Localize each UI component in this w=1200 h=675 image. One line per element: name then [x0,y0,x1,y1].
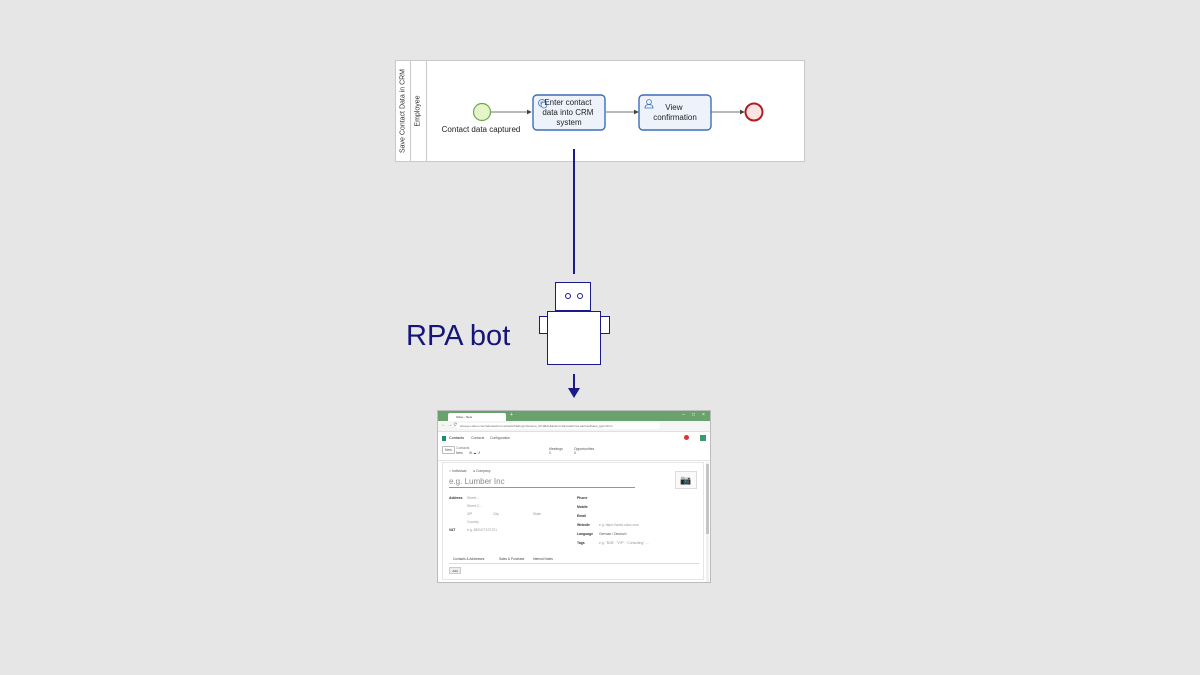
tags-input[interactable]: e.g. "B2B", "VIP", "Consulting", ... [599,541,650,545]
app-logo-icon [442,436,446,441]
gear-icon[interactable]: ⚙ ☁ ↺ [469,451,481,455]
tags-label: Tags [577,541,585,545]
tab-sales-purchase[interactable]: Sales & Purchase [499,557,525,561]
url-field[interactable]: eheeyer-odoo.com/odoo/action-contacts?de… [456,423,660,429]
robot-body [547,311,601,365]
email-label: Email [577,514,587,518]
maximize-icon[interactable]: □ [692,412,696,418]
menu-contacts[interactable]: Contacts [471,436,485,440]
app-name[interactable]: Contacts [449,436,464,440]
lane-label-column: Employee [410,61,427,161]
user-icon [644,99,654,109]
scrollbar[interactable] [706,462,709,582]
task2-line-2: confirmation [653,113,697,122]
notification-icon[interactable] [684,435,689,440]
task2-line-1: View [665,103,682,112]
robot-right-eye [577,293,583,299]
street2-input[interactable]: Street 2... [467,504,482,508]
country-input[interactable]: Country [467,520,479,524]
radio-individual[interactable]: ○ Individual [449,469,467,473]
smart-button-opportunities[interactable]: Opportunities [574,447,595,451]
app-nav: Contacts Contacts Configuration [438,433,710,443]
mobile-label: Mobile [577,505,588,509]
company-name-underline [449,487,635,488]
smart-count-opportunities: 0 [574,451,576,455]
task1-text: Enter contact data into CRM system [542,98,595,127]
start-event-label: Contact data captured [442,125,521,134]
task1-line-2: data into CRM [542,108,593,117]
new-tab-icon[interactable]: + [510,412,513,418]
browser-tab[interactable]: Odoo - New [448,413,506,421]
contact-form: ○ Individual ● Company e.g. Lumber Inc 📷… [442,462,704,580]
task2-text: View confirmation [653,103,697,122]
control-panel: New Contacts New ⚙ ☁ ↺ Meetings 0 Opport… [438,444,710,461]
add-button[interactable]: Add [449,567,461,574]
scrollbar-thumb[interactable] [706,464,709,534]
rpa-bot-label: RPA bot [406,320,511,352]
language-select[interactable]: German / Deutsch [599,532,627,536]
menu-configuration[interactable]: Configuration [490,436,511,440]
pool-label-column: Save Contact Data in CRM [396,61,411,161]
end-event [744,102,764,122]
radio-company-label: Company [476,469,491,473]
arrow-down-icon [568,388,580,398]
tab-internal-notes[interactable]: Internal Notes [533,557,553,561]
connector-line-bottom [573,374,575,390]
robot-right-arm [600,316,610,334]
radio-company[interactable]: ● Company [473,469,491,473]
breadcrumb-current: New [456,451,463,455]
bpmn-diagram: Contact data captured Enter contact data… [442,94,764,134]
camera-icon[interactable]: 📷 [675,471,697,489]
breadcrumb[interactable]: Contacts [456,446,470,450]
start-event [472,102,492,122]
bpmn-pool: Save Contact Data in CRM Employee Contac… [395,60,805,162]
task1-line-3: system [556,118,582,127]
browser-window: Odoo - New + – □ × ← → ⟳ eheeyer-odoo.co… [437,410,711,583]
task-view-confirmation [638,94,712,131]
website-label: Website [577,523,590,527]
address-label: Address [449,496,463,500]
city-input[interactable]: City [493,512,499,516]
browser-tab-bar: Odoo - New + – □ × [438,411,710,421]
vat-input[interactable]: e.g. BE0477472701 [467,528,497,532]
address-bar: ← → ⟳ eheeyer-odoo.com/odoo/action-conta… [438,421,710,432]
nav-arrows-icon[interactable]: ← → ⟳ [441,422,458,428]
form-tabs: Contacts & Addresses Sales & Purchase In… [449,555,699,564]
new-button[interactable]: New [442,446,455,454]
radio-individual-label: Individual [452,469,467,473]
state-input[interactable]: State [533,512,541,516]
connector-line-top [573,149,575,274]
tab-contacts-addresses[interactable]: Contacts & Addresses [453,557,485,561]
close-icon[interactable]: × [702,412,705,418]
street-input[interactable]: Street... [467,496,479,500]
phone-label: Phone [577,496,588,500]
gear-icon [538,99,548,109]
website-input[interactable]: e.g. https://www.odoo.com [599,523,639,527]
robot-left-eye [565,293,571,299]
task1-line-1: Enter contact [544,98,592,107]
company-name-input[interactable]: e.g. Lumber Inc [449,477,505,486]
vat-label: VAT [449,528,456,532]
smart-count-meetings: 0 [549,451,551,455]
language-label: Language [577,532,594,536]
minimize-icon[interactable]: – [682,412,685,418]
robot-head [555,282,591,311]
smart-button-meetings[interactable]: Meetings [549,447,563,451]
avatar[interactable] [700,435,706,441]
task-enter-contact-data [532,94,606,131]
zip-input[interactable]: ZIP [467,512,473,516]
